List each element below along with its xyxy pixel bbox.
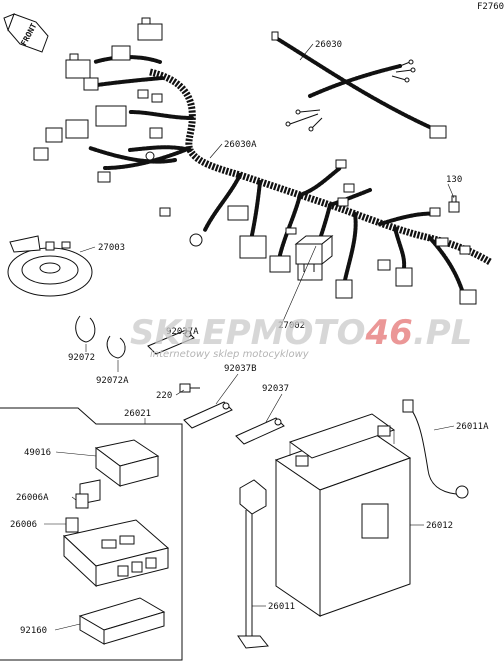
watermark-subtitle: internetowy sklep motocyklowy [150, 349, 310, 360]
fuse-box-cover-49016 [79, 439, 160, 505]
sub-harness-26030 [271, 31, 447, 139]
label-92160: 92160 [20, 626, 47, 636]
fuse-box-group-outline [0, 407, 183, 661]
watermark-brand: SKLEPMOTO46.PL [130, 313, 472, 353]
label-26006A: 26006A [16, 493, 49, 503]
main-wiring-harness [88, 55, 492, 292]
label-220: 220 [156, 391, 172, 401]
horn-27003 [7, 235, 93, 297]
label-26006: 26006 [10, 520, 37, 530]
label-92037: 92037 [262, 384, 289, 394]
label-26011A: 26011A [456, 422, 489, 432]
screw-220 [179, 383, 200, 393]
connector-cluster-center [159, 159, 477, 305]
fuse-box-body [62, 519, 170, 588]
battery-cable-26011A [402, 399, 469, 499]
label-49016: 49016 [24, 448, 51, 458]
label-92037B: 92037B [224, 364, 257, 374]
figure-code: F2760 [477, 2, 504, 12]
battery-26012 [274, 413, 412, 617]
fuse-26006 [65, 517, 79, 533]
ground-strap-92037B [183, 401, 233, 429]
label-92072: 92072 [68, 353, 95, 363]
cover-92160 [78, 597, 166, 645]
label-130: 130 [446, 175, 462, 185]
battery-cable-26011 [237, 479, 269, 649]
front-arrow-icon: FRONT [3, 13, 49, 53]
label-27003: 27003 [98, 243, 125, 253]
clamp-92072 [75, 315, 126, 359]
relay-27002 [294, 234, 334, 272]
connector-cluster-upper-left [33, 17, 163, 183]
fuse-26006A [75, 493, 89, 509]
label-26021: 26021 [124, 409, 151, 419]
ground-strap-92037A [147, 329, 195, 355]
label-26011: 26011 [268, 602, 295, 612]
bolt-130 [448, 195, 460, 213]
label-27002: 27002 [278, 321, 305, 331]
label-92037A: 92037A [166, 327, 199, 337]
leader-lines [44, 43, 455, 631]
ground-strap-92037 [235, 417, 285, 445]
label-92072A: 92072A [96, 376, 129, 386]
label-26012: 26012 [426, 521, 453, 531]
label-26030A: 26030A [224, 140, 257, 150]
label-26030: 26030 [315, 40, 342, 50]
watermark: SKLEPMOTO46.PL internetowy sklep motocyk… [130, 313, 472, 360]
